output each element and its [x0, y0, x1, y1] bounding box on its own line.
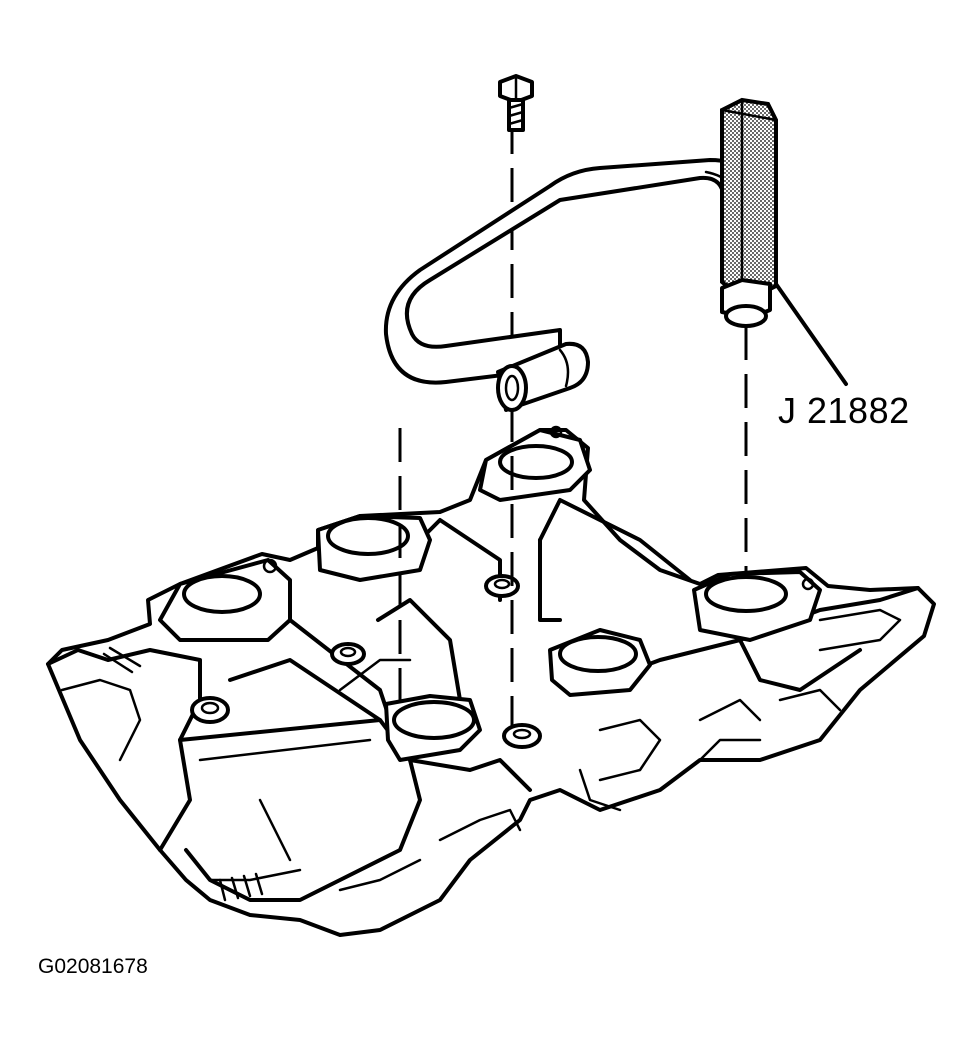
boss-1	[190, 696, 230, 724]
callout-leader	[774, 282, 848, 386]
manifold-body	[46, 428, 936, 937]
bolt-bosses	[190, 574, 542, 749]
boss-3	[484, 574, 520, 598]
port-right-rear	[478, 425, 592, 502]
port-right-front	[692, 570, 822, 642]
figure-id: G02081678	[38, 955, 148, 978]
port-center-rear	[316, 514, 432, 582]
tool-nozzle	[496, 341, 590, 412]
tool-j21882	[383, 97, 848, 412]
bolt	[498, 74, 534, 132]
boss-2	[330, 642, 366, 666]
tool-label: J 21882	[778, 390, 910, 431]
intake-ports	[158, 425, 822, 762]
port-left-rear	[158, 558, 292, 642]
port-center-front	[548, 628, 652, 697]
tool-handle	[720, 97, 778, 299]
port-left-front	[384, 694, 482, 762]
boss-4	[502, 723, 542, 749]
